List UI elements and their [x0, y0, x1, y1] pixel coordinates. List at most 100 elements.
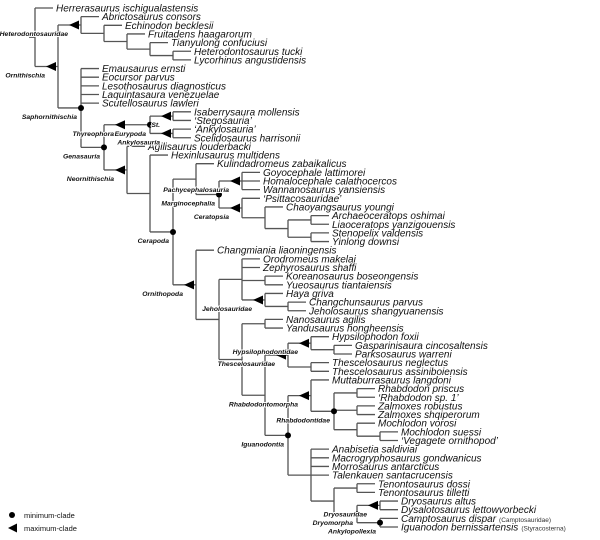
- taxon-label: Zephyrosaurus shaffi: [262, 263, 357, 274]
- taxon-label: Dryosaurus altus: [401, 497, 476, 508]
- taxon-label: Kulindadromeus zabaikalicus: [217, 159, 347, 170]
- clade-label: Iguanodontia: [241, 441, 284, 448]
- maximum-clade-arrow-icon: [69, 20, 79, 30]
- legend-max-label: maximum-clade: [24, 524, 77, 533]
- taxon-label: Hypsilophodon foxii: [332, 332, 419, 343]
- minimum-clade-dot-icon: [285, 432, 291, 439]
- clade-label: Thyreophora: [72, 131, 114, 138]
- taxon-label: ‘Psittacosauridae’: [263, 194, 342, 205]
- legend-min-label: minimum-clade: [24, 511, 75, 520]
- taxon-label: Heterodontosaurus tucki: [194, 47, 303, 58]
- minimum-clade-dot-icon: [377, 519, 383, 526]
- maximum-clade-arrow-icon: [299, 391, 309, 401]
- clade-label: Dryosauridae: [324, 511, 368, 518]
- maximum-clade-arrow-icon: [46, 61, 56, 71]
- maximum-clade-arrow-icon: [161, 111, 171, 121]
- taxon-label: Goyocephale lattimorei: [263, 168, 366, 179]
- clade-label: Ceratopsia: [194, 214, 229, 221]
- clade-label: Heterodontosauridae: [0, 31, 68, 38]
- clade-label: Ankylopollexia: [327, 529, 376, 536]
- clade-label: Rhabdodontidae: [276, 417, 330, 424]
- minimum-clade-dot-icon: [78, 104, 84, 111]
- taxon-label: Lesothosaurus diagnosticus: [102, 81, 226, 92]
- taxon-label: Agilisaurus louderbacki: [147, 142, 252, 153]
- maximum-clade-arrow-icon: [299, 338, 309, 348]
- taxon-label: Camptosaurus dispar: [401, 514, 497, 525]
- clade-label: Hypsilophodontidae: [233, 349, 299, 356]
- clade-label: Rhabdodontomorpha: [229, 402, 298, 409]
- clade-label: Neornithischia: [67, 176, 114, 183]
- clade-label: Marginocephalia: [161, 201, 215, 208]
- taxon-label: Thescelosaurus assiniboiensis: [332, 367, 468, 378]
- taxon-label: Hexinlusaurus multidens: [171, 151, 280, 162]
- taxon-label: Nanosaurus agilis: [286, 315, 366, 326]
- taxon-label: Stenopelix valdensis: [332, 228, 423, 239]
- maximum-clade-arrow-icon: [115, 120, 125, 130]
- taxon-label: Parksosaurus warreni: [355, 350, 452, 361]
- maximum-clade-arrow-icon: [115, 165, 125, 175]
- minimum-clade-dot-icon: [147, 121, 153, 128]
- taxon-label: Morrosaurus antarcticus: [332, 462, 439, 473]
- taxon-label: ‘Rhabdodon sp. 1’: [378, 393, 459, 404]
- taxon-label: Yandusaurus hongheensis: [286, 324, 404, 335]
- taxon-label: Mochlodon suessi: [401, 427, 482, 438]
- taxon-label: ‘Vegagete ornithopod’: [401, 436, 499, 447]
- taxon-label: Liaoceratops yanzigouensis: [332, 220, 455, 231]
- taxon-label: Jeholosaurus shangyuanensis: [308, 306, 444, 317]
- taxon-label: Isaberrysaura mollensis: [194, 107, 300, 118]
- clade-label: Ornithischia: [5, 72, 45, 79]
- taxon-label: Muttaburrasaurus langdoni: [332, 375, 452, 386]
- taxon-label: Macrogryphosaurus gondwanicus: [332, 453, 482, 464]
- clade-label: Ankylosauria: [116, 139, 160, 146]
- taxon-label: Yinlong downsi: [332, 237, 400, 248]
- taxon-label: Zalmoxes robustus: [377, 401, 462, 412]
- minimum-clade-dot-icon: [354, 511, 360, 518]
- maximum-clade-arrow-icon: [8, 523, 17, 533]
- maximum-clade-arrow-icon: [161, 128, 171, 138]
- taxon-label: Echinodon becklesii: [125, 21, 214, 32]
- maximum-clade-arrow-icon: [184, 280, 194, 290]
- taxon-label: Changchunsaurus parvus: [309, 298, 423, 309]
- clade-label: Dryomorpha: [313, 520, 354, 527]
- taxon-label: Changmiania liaoningensis: [217, 246, 337, 257]
- clade-label: Jeholosauridae: [202, 306, 252, 313]
- clade-label: Saphornithischia: [22, 114, 77, 121]
- minimum-clade-dot-icon: [216, 191, 222, 198]
- taxon-label: Laquintasaura venezuelae: [102, 90, 220, 101]
- taxon-label: Lycorhinus angustidensis: [194, 55, 306, 66]
- legend: minimum-clade maximum-clade: [8, 511, 77, 533]
- clade-label: Thescelosauridae: [218, 361, 276, 368]
- minimum-clade-dot-icon: [101, 144, 107, 151]
- taxon-note: (Camptosauridae): [499, 517, 551, 524]
- clade-label: Genasauria: [63, 153, 100, 160]
- clade-label: Ornithopoda: [142, 291, 183, 298]
- taxon-label: Abrictosaurus consors: [101, 12, 201, 23]
- maximum-clade-arrow-icon: [276, 350, 286, 360]
- taxon-label: Anabisetia saldiviai: [331, 445, 418, 456]
- taxon-label: Scelidosaurus harrisonii: [194, 133, 301, 144]
- taxon-label: Chaoyangsaurus youngi: [286, 202, 395, 213]
- taxon-label: Eocursor parvus: [102, 73, 175, 84]
- taxon-label: Tenontosaurus dossi: [378, 479, 471, 490]
- taxon-label: Archaeoceratops oshimai: [331, 211, 446, 222]
- minimum-clade-dot-icon: [170, 228, 176, 235]
- maximum-clade-arrow-icon: [253, 295, 263, 305]
- taxon-label: Koreanosaurus boseongensis: [286, 272, 418, 283]
- taxon-label: Gasparinisaura cincosaltensis: [355, 341, 488, 352]
- taxon-label: Yueosaurus tiantaiensis: [286, 280, 392, 291]
- taxon-label: Haya griva: [286, 289, 334, 300]
- taxon-label: Herrerasaurus ischigualastensis: [56, 4, 198, 15]
- taxon-label: ‘Stegosauria’: [194, 116, 253, 127]
- taxon-label: Zalmoxes shqiperorum: [377, 410, 480, 421]
- minimum-clade-dot-icon: [9, 512, 15, 518]
- taxon-label: Thescelosaurus neglectus: [332, 358, 448, 369]
- taxon-label: Dysalotosaurus lettowvorbecki: [401, 505, 537, 516]
- taxon-note: (Styracosterna): [521, 526, 565, 533]
- taxon-label: Rhabdodon priscus: [378, 384, 464, 395]
- taxon-label: ‘Ankylosauria’: [194, 125, 256, 136]
- maximum-clade-arrow-icon: [230, 176, 240, 186]
- clade-label: Pachycephalosauria: [163, 187, 229, 194]
- taxon-label: Fruitadens haagarorum: [148, 29, 252, 40]
